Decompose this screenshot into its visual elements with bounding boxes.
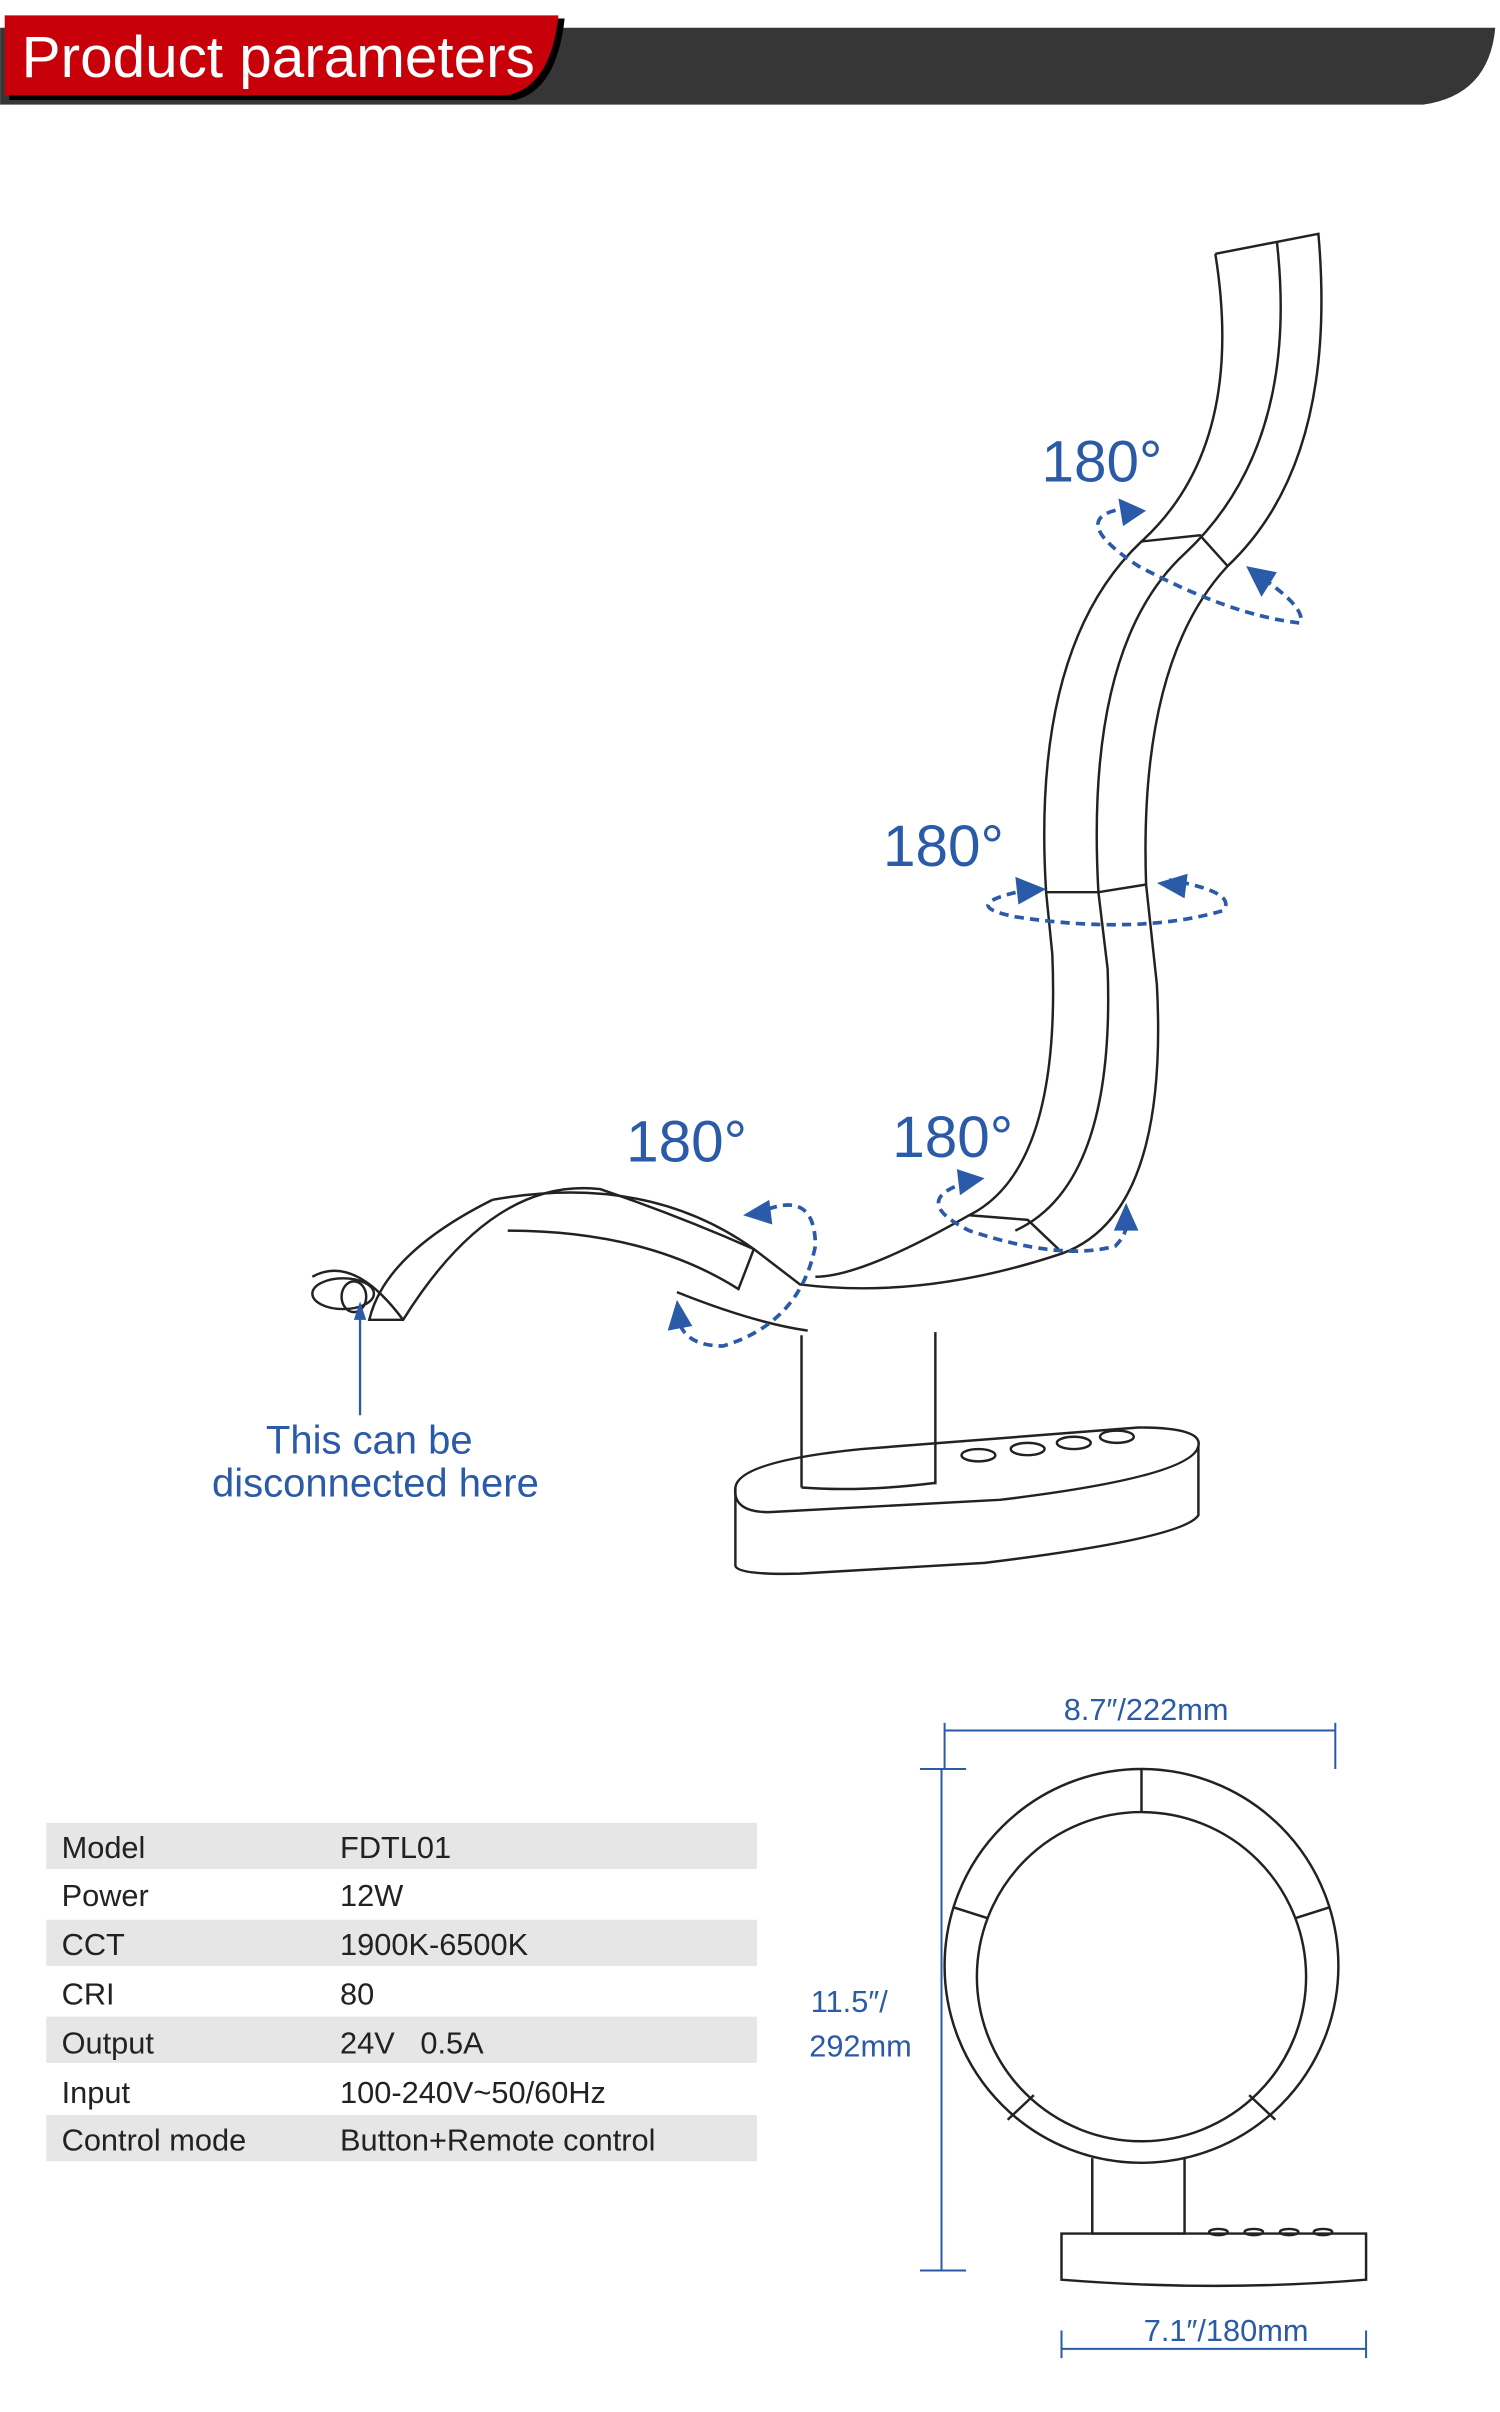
table-row: Input 100-240V~50/60Hz: [62, 2075, 606, 2110]
spec-label: Power: [62, 1878, 149, 1913]
arrowhead-icon: [956, 1169, 985, 1196]
spec-value: 100-240V~50/60Hz: [340, 2075, 606, 2110]
spec-value: 24V 0.5A: [340, 2026, 484, 2061]
base-dimension: 7.1″/180mm: [1144, 2313, 1309, 2348]
spec-label: CRI: [62, 1976, 115, 2011]
disconnect-note: This can be disconnected here: [212, 1301, 539, 1506]
table-row: CCT 1900K-6500K: [62, 1927, 529, 1962]
spec-value: 1900K-6500K: [340, 1927, 529, 1962]
arrowhead-icon: [1118, 498, 1147, 527]
front-view-drawing: [943, 1767, 1368, 2288]
spec-label: Input: [62, 2075, 131, 2110]
disconnect-note-line2: disconnected here: [212, 1462, 539, 1506]
rotation-label: 180°: [883, 814, 1004, 879]
spec-label: Output: [62, 2026, 155, 2061]
spec-value: FDTL01: [340, 1830, 451, 1865]
disconnect-note-line1: This can be: [266, 1419, 473, 1463]
height-dimension-line2: 292mm: [809, 2029, 912, 2064]
rotation-arrow-icon: [675, 1203, 818, 1348]
table-row: Power 12W: [62, 1878, 404, 1913]
spec-value: Button+Remote control: [340, 2122, 655, 2157]
spec-value: 80: [340, 1976, 374, 2011]
spec-table: Model FDTL01 Power 12W CCT 1900K-6500K CRI 8…: [46, 1822, 757, 2162]
header-red-tab: [4, 15, 559, 96]
spec-value: 12W: [340, 1878, 403, 1913]
rotation-arrow-icon: [1096, 505, 1303, 625]
section-header: Product parameters: [0, 15, 1496, 105]
arrowhead-icon: [1246, 566, 1277, 597]
spec-label: CCT: [62, 1927, 125, 1962]
rotation-label: 180°: [892, 1105, 1013, 1170]
arrowhead-icon: [743, 1199, 773, 1225]
spec-label: Control mode: [62, 2122, 247, 2157]
arrowhead-icon: [1156, 873, 1188, 899]
table-row: Output 24V 0.5A: [62, 2026, 485, 2061]
width-dimension: 8.7″/222mm: [1064, 1692, 1229, 1727]
table-row: CRI 80: [62, 1976, 375, 2011]
rotation-label: 180°: [626, 1109, 747, 1174]
rotation-label: 180°: [1042, 429, 1163, 494]
header-title: Product parameters: [22, 25, 535, 90]
height-dimension-line1: 11.5″/: [811, 1984, 888, 2019]
dimension-lines: 8.7″/222mm 11.5″/ 292mm 7.1″/180mm: [809, 1692, 1368, 2359]
table-row: Control mode Button+Remote control: [62, 2122, 656, 2157]
table-row: Model FDTL01: [62, 1830, 452, 1865]
rotation-indicators: 180° 180° 180° 180°: [626, 429, 1303, 1348]
arrowhead-icon: [1113, 1202, 1139, 1231]
arrowhead-icon: [1015, 876, 1047, 905]
rotation-arrow-icon: [986, 878, 1228, 927]
spec-label: Model: [62, 1830, 146, 1865]
rotation-arrow-icon: [936, 1179, 1130, 1253]
arrowhead-icon: [667, 1299, 693, 1331]
lamp-drawing: [311, 232, 1323, 1576]
